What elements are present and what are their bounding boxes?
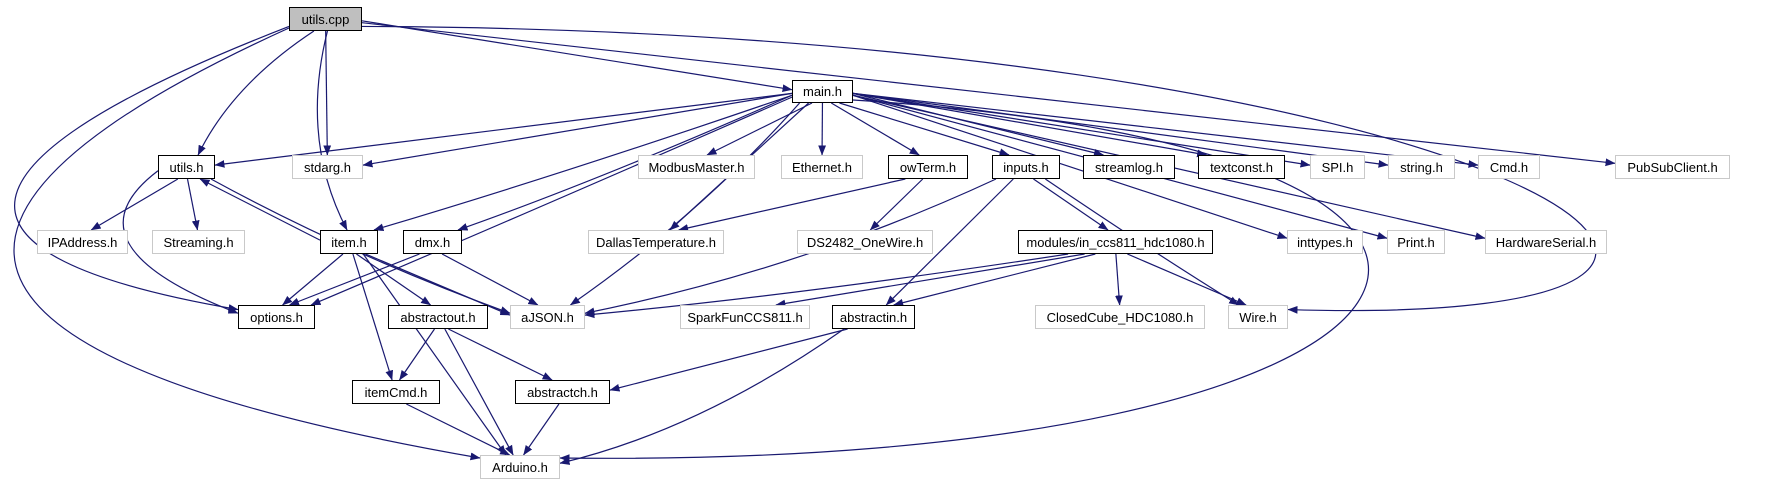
graph-node-utils-h[interactable]: utils.h: [158, 155, 215, 179]
graph-node-abstractch-h[interactable]: abstractch.h: [515, 380, 610, 404]
include-edge: [559, 99, 1370, 463]
graph-node-streaming-h: Streaming.h: [152, 230, 245, 254]
include-edge: [678, 178, 906, 232]
graph-node-options-h[interactable]: options.h: [238, 305, 315, 329]
include-edge: [559, 328, 845, 465]
graph-node-utils-cpp: utils.cpp: [289, 7, 362, 31]
include-edge: [852, 92, 1208, 158]
graph-node-main-h[interactable]: main.h: [792, 80, 853, 103]
graph-node-itemcmd-h[interactable]: itemCmd.h: [352, 380, 440, 404]
include-edge: [441, 253, 539, 306]
include-edge: [457, 94, 793, 231]
include-edge: [399, 328, 435, 381]
include-edge: [609, 328, 848, 392]
graph-node-sparkfunccs811-h: SparkFunCCS811.h: [680, 305, 810, 329]
include-edge: [775, 253, 1085, 308]
include-edge: [323, 30, 332, 156]
graph-node-print-h: Print.h: [1387, 230, 1445, 254]
include-edge: [361, 22, 1616, 167]
graph-node-dallastemperature-h: DallasTemperature.h: [588, 230, 724, 254]
include-edge: [352, 253, 393, 381]
include-edge: [830, 102, 920, 156]
graph-node-ds2482-onewire-h: DS2482_OneWire.h: [797, 230, 933, 254]
include-edge: [869, 178, 924, 231]
graph-node-modbusmaster-h: ModbusMaster.h: [638, 155, 755, 179]
include-edge: [197, 30, 315, 156]
include-edge: [186, 178, 200, 231]
include-edge: [852, 92, 1479, 168]
graph-node-string-h: string.h: [1388, 155, 1455, 179]
graph-node-stdarg-h: stdarg.h: [292, 155, 363, 179]
graph-node-abstractout-h[interactable]: abstractout.h: [388, 305, 488, 329]
graph-node-owterm-h[interactable]: owTerm.h: [888, 155, 968, 179]
include-edge: [362, 92, 793, 168]
include-edge: [839, 102, 1010, 156]
graph-node-ethernet-h: Ethernet.h: [781, 155, 863, 179]
include-edge: [584, 178, 997, 316]
include-edge: [1127, 253, 1247, 306]
graph-node-cmd-h: Cmd.h: [1478, 155, 1540, 179]
include-edge: [90, 178, 179, 231]
include-edge: [1033, 178, 1109, 231]
graph-node-abstractin-h[interactable]: abstractin.h: [832, 305, 915, 329]
include-edge: [852, 92, 1389, 168]
graph-node-arduino-h: Arduino.h: [480, 455, 560, 479]
include-edge: [214, 92, 793, 168]
include-edge: [448, 328, 553, 381]
include-edge: [523, 403, 560, 456]
graph-node-dmx-h[interactable]: dmx.h: [403, 230, 462, 254]
include-edge: [406, 403, 511, 456]
include-edge: [282, 253, 344, 306]
include-edge: [373, 94, 793, 232]
include-edge: [893, 253, 1096, 307]
include-edge: [310, 96, 793, 306]
include-edge: [1115, 253, 1123, 306]
include-edge: [14, 25, 290, 312]
graph-node-ipaddress-h: IPAddress.h: [37, 230, 128, 254]
include-edge: [122, 170, 239, 314]
include-edge: [289, 253, 420, 306]
include-edge: [361, 20, 793, 93]
graph-node-item-h[interactable]: item.h: [320, 230, 378, 254]
graph-node-pubsubclient-h: PubSubClient.h: [1615, 155, 1730, 179]
graph-node-inputs-h[interactable]: inputs.h: [992, 155, 1060, 179]
include-edge: [13, 27, 481, 461]
include-edge: [365, 253, 511, 316]
graph-node-streamlog-h[interactable]: streamlog.h: [1083, 155, 1175, 179]
graph-node-spi-h: SPI.h: [1310, 155, 1365, 179]
graph-node-textconst-h[interactable]: textconst.h: [1198, 155, 1285, 179]
graph-node-ajson-h: aJSON.h: [510, 305, 585, 329]
graph-node-hardwareserial-h: HardwareSerial.h: [1485, 230, 1607, 254]
include-edge: [852, 94, 1288, 239]
graph-node-inttypes-h: inttypes.h: [1287, 230, 1363, 254]
graph-node-modules-in-ccs811-hdc1080-h[interactable]: modules/in_ccs811_hdc1080.h: [1018, 230, 1213, 254]
include-edge: [444, 328, 514, 456]
graph-node-wire-h: Wire.h: [1228, 305, 1288, 329]
include-edge: [199, 178, 321, 241]
include-edge: [885, 178, 1014, 306]
include-edge: [584, 253, 1069, 319]
include-edge: [316, 30, 348, 231]
include-edge: [706, 102, 813, 156]
graph-node-closedcube-hdc1080-h: ClosedCube_HDC1080.h: [1035, 305, 1205, 329]
include-edge: [362, 253, 507, 456]
include-edge: [570, 102, 801, 306]
